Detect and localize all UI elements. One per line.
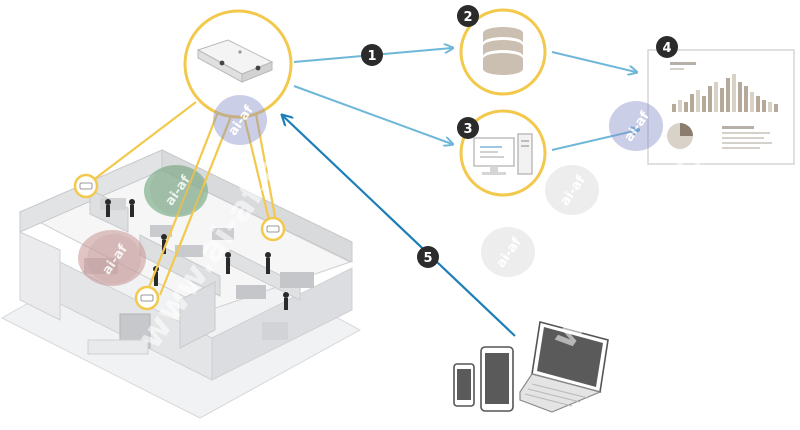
step-marker-1: 1 <box>361 44 383 66</box>
report-icon-bar <box>768 102 772 112</box>
step-marker-4: 4 <box>656 36 678 58</box>
report-icon-bar <box>678 100 682 112</box>
report-icon-bar <box>726 78 730 112</box>
watermark-badge-1: ai-af <box>213 95 267 145</box>
watermark-badge-6: ai-af <box>481 227 535 277</box>
ceiling-sensor-icon <box>196 39 274 83</box>
report-icon-bar <box>732 74 736 112</box>
watermark-badge-2: ai-af <box>150 165 204 215</box>
building-floorplan <box>0 149 362 419</box>
report-icon-bar <box>672 104 676 112</box>
storage-node <box>459 8 547 96</box>
svg-text:2: 2 <box>463 10 472 25</box>
report-icon-bar <box>690 94 694 112</box>
report-icon-bar <box>744 86 748 112</box>
svg-text:4: 4 <box>662 41 671 56</box>
report-icon-bar <box>720 88 724 112</box>
arrow-workstation-to-report <box>551 130 638 151</box>
svg-text:3: 3 <box>463 122 472 137</box>
report-icon-bar <box>708 86 712 112</box>
workstation-node <box>459 109 547 197</box>
laptop-icon <box>519 320 609 413</box>
report-icon-bar <box>762 100 766 112</box>
report-chart-icon <box>667 62 778 149</box>
report-node <box>647 49 795 165</box>
report-icon-bar <box>684 102 688 112</box>
report-icon-bar <box>750 92 754 112</box>
report-icon-bar <box>714 82 718 112</box>
sensor-device <box>183 9 293 119</box>
step-markers: 1 2 3 4 5 <box>361 5 678 268</box>
watermark-badge-5: ai-af <box>545 165 599 215</box>
sensor-callout-lines <box>87 101 278 296</box>
report-icon-bar <box>702 96 706 112</box>
step-marker-3: 3 <box>457 117 479 139</box>
report-icon-bar <box>774 104 778 112</box>
counting-zone-red <box>78 230 146 286</box>
watermark-domain-right: www.ai-af.cn <box>544 131 718 356</box>
desktop-computer-icon <box>473 133 533 175</box>
svg-text:5: 5 <box>423 251 432 266</box>
floor-sensor-markers <box>73 173 286 311</box>
watermark-badge-4: ai-af <box>609 101 663 151</box>
data-flow-arrows <box>283 48 638 337</box>
arrow-sensor-to-workstation <box>293 85 452 144</box>
arrow-clients-to-sensor <box>283 116 516 337</box>
report-icon-bar <box>696 90 700 112</box>
client-devices-icon <box>453 320 609 413</box>
watermark-badge-3: ai-af <box>87 234 141 284</box>
report-icon-bar <box>738 82 742 112</box>
arrow-storage-to-report <box>551 51 636 72</box>
report-icon-bar <box>756 96 760 112</box>
step-marker-2: 2 <box>457 5 479 27</box>
database-icon <box>483 27 523 75</box>
step-marker-5: 5 <box>417 246 439 268</box>
svg-text:1: 1 <box>367 49 376 64</box>
